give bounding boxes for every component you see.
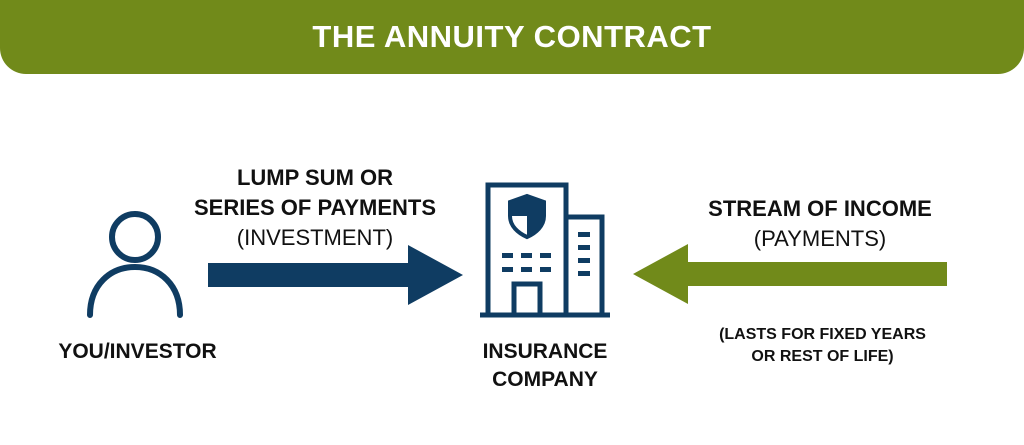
income-line2: (PAYMENTS) <box>753 226 887 251</box>
payment-line1: LUMP SUM OR <box>236 165 394 190</box>
investor-label: YOU/INVESTOR <box>58 340 217 363</box>
income-line1: STREAM OF INCOME <box>708 196 932 221</box>
insurance-building-icon <box>480 182 610 318</box>
payment-line3: (INVESTMENT) <box>236 225 394 250</box>
title-banner: THE ANNUITY CONTRACT <box>0 0 1024 74</box>
diagram-title: THE ANNUITY CONTRACT <box>312 19 712 54</box>
payment-line2: SERIES OF PAYMENTS <box>193 195 437 220</box>
income-note2: OR REST OF LIFE) <box>751 348 894 365</box>
income-note1: (LASTS FOR FIXED YEARS <box>719 326 926 343</box>
right-arrow-icon <box>208 245 463 305</box>
company-line1: INSURANCE <box>482 340 608 363</box>
left-arrow-icon <box>633 244 947 304</box>
shield-icon <box>508 193 546 240</box>
person-icon <box>87 211 183 318</box>
company-line2: COMPANY <box>492 368 598 391</box>
